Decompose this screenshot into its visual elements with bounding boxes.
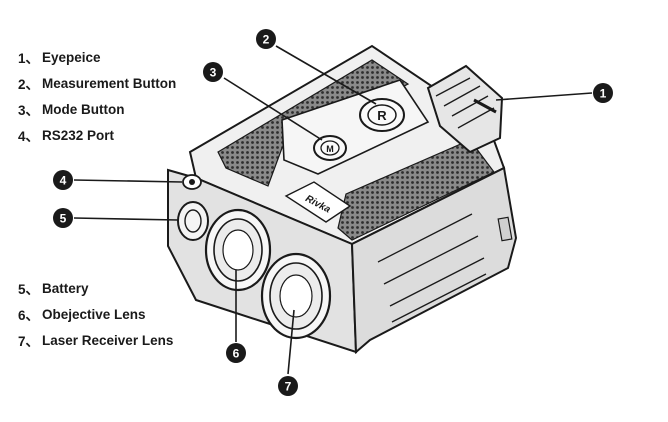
legend-item-laser-receiver-lens: 7、 Laser Receiver Lens [18,327,248,353]
legend-label: Obejective Lens [42,307,146,322]
legend-label: Battery [42,281,89,296]
laser-receiver-lens [262,254,330,338]
measurement-button-glyph: R [377,108,387,123]
legend-label: Eyepeice [42,50,101,65]
legend-item-battery: 5、 Battery [18,275,248,301]
svg-text:7: 7 [285,380,292,394]
callout-1: 1 [593,83,613,103]
legend-item-mode-button: 3、 Mode Button [18,96,248,122]
callout-5: 5 [53,208,73,228]
legend-number: 6、 [18,304,42,324]
legend-label: Measurement Button [42,76,176,91]
mode-button[interactable]: M [314,136,346,160]
legend-number: 1、 [18,47,42,67]
legend-number: 4、 [18,125,42,145]
measurement-button[interactable]: R [360,99,404,131]
legend-bottom: 5、 Battery 6、 Obejective Lens 7、 Laser R… [18,275,248,353]
legend-number: 3、 [18,99,42,119]
legend-label: Laser Receiver Lens [42,333,173,348]
callout-2: 2 [256,29,276,49]
svg-text:2: 2 [263,33,270,47]
battery-cover[interactable] [178,202,208,240]
legend-label: Mode Button [42,102,124,117]
rs232-port[interactable] [183,175,201,189]
legend-label: RS232 Port [42,128,114,143]
legend-number: 2、 [18,73,42,93]
svg-text:4: 4 [60,174,67,188]
mode-button-glyph: M [326,144,334,154]
legend-number: 7、 [18,330,42,350]
legend-top: 1、 Eyepeice 2、 Measurement Button 3、 Mod… [18,44,248,148]
legend-item-rs232-port: 4、 RS232 Port [18,122,248,148]
legend-item-objective-lens: 6、 Obejective Lens [18,301,248,327]
callout-4: 4 [53,170,73,190]
svg-text:5: 5 [60,212,67,226]
legend-number: 5、 [18,278,42,298]
legend-item-measurement-button: 2、 Measurement Button [18,70,248,96]
callout-7: 7 [278,376,298,396]
legend-item-eyepiece: 1、 Eyepeice [18,44,248,70]
svg-text:1: 1 [600,87,607,101]
